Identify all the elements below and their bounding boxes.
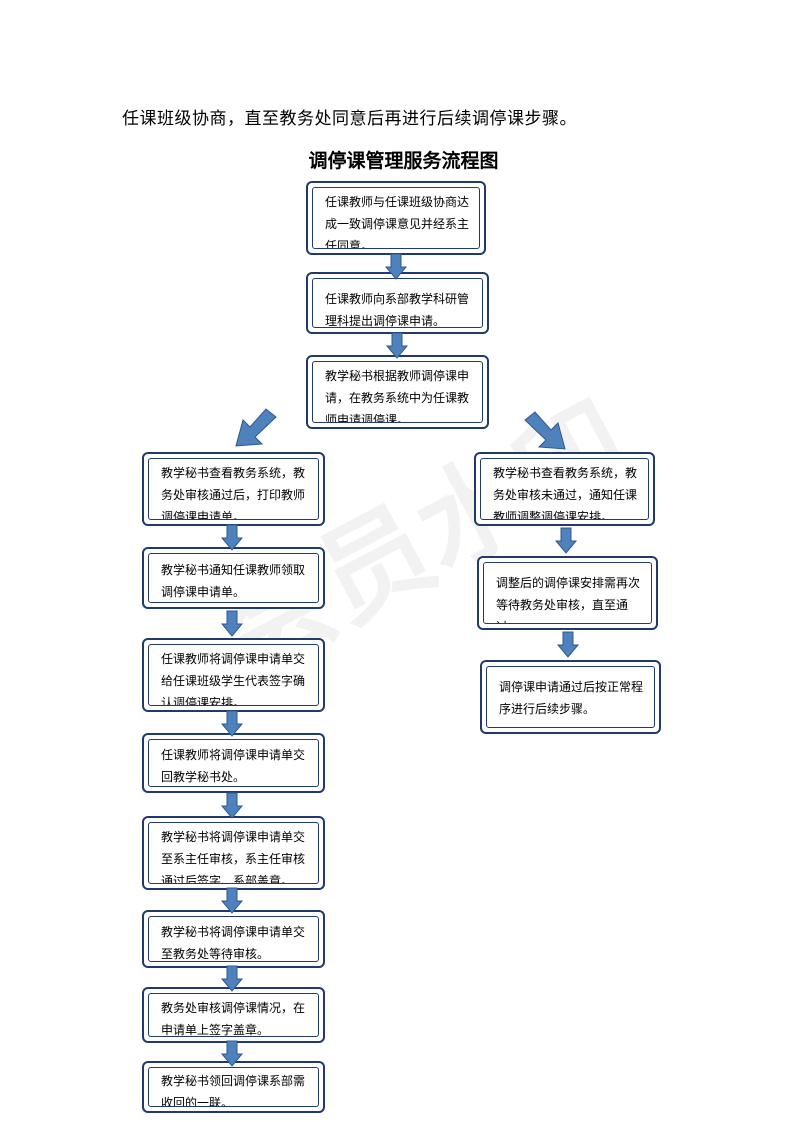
left-step-text-3: 任课教师将调停课申请单交给任课班级学生代表签字确认调停课安排。 — [148, 644, 319, 706]
diagram-title: 调停课管理服务流程图 — [308, 150, 499, 172]
arrow-down-icon — [221, 887, 243, 914]
left-step-text-8: 教学秘书领回调停课系部需收回的一联。 — [148, 1067, 319, 1107]
arrow-down-icon — [221, 1040, 243, 1067]
left-step-box-7: 教务处审核调停课情况，在申请单上签字盖章。 — [142, 987, 325, 1043]
step-text-3: 教学秘书根据教师调停课申请，在教务系统中为任课教师申请调停课。 — [312, 361, 483, 423]
left-step-box-4: 任课教师将调停课申请单交回教学秘书处。 — [142, 733, 325, 793]
arrow-down-icon — [221, 792, 243, 819]
left-step-box-1: 教学秘书查看教务系统，教务处审核通过后，打印教师调停课申请单。 — [142, 452, 325, 526]
left-step-text-2: 教学秘书通知任课教师领取调停课申请单。 — [148, 553, 319, 603]
step-text-1: 任课教师与任课班级协商达成一致调停课意见并经系主任同意。 — [312, 187, 480, 249]
left-step-box-2: 教学秘书通知任课教师领取调停课申请单。 — [142, 547, 325, 609]
right-step-text-2: 调整后的调停课安排需再次等待教务处审核，直至通过。 — [483, 562, 652, 624]
arrow-diagonal-right-icon — [524, 411, 566, 450]
right-step-box-2: 调整后的调停课安排需再次等待教务处审核，直至通过。 — [477, 556, 658, 630]
left-step-text-5: 教学秘书将调停课申请单交至系主任审核，系主任审核通过后签字、系部盖章。 — [148, 822, 319, 884]
left-step-box-6: 教学秘书将调停课申请单交至教务处等待审核。 — [142, 910, 325, 968]
left-step-text-4: 任课教师将调停课申请单交回教学秘书处。 — [148, 739, 319, 787]
left-step-text-7: 教务处审核调停课情况，在申请单上签字盖章。 — [148, 993, 319, 1037]
right-step-box-1: 教学秘书查看教务系统，教务处审核未通过，通知任课教师调整调停课安排。 — [474, 452, 655, 526]
left-step-box-5: 教学秘书将调停课申请单交至系主任审核，系主任审核通过后签字、系部盖章。 — [142, 816, 325, 890]
arrow-diagonal-left-icon — [235, 408, 277, 447]
arrow-down-icon — [221, 710, 243, 737]
arrow-down-icon — [555, 527, 577, 554]
right-step-text-3: 调停课申请通过后按正常程序进行后续步骤。 — [486, 666, 655, 728]
step-box-3: 教学秘书根据教师调停课申请，在教务系统中为任课教师申请调停课。 — [306, 355, 489, 429]
arrow-down-icon — [221, 965, 243, 992]
left-step-text-1: 教学秘书查看教务系统，教务处审核通过后，打印教师调停课申请单。 — [148, 458, 319, 520]
arrow-down-icon — [557, 631, 579, 658]
intro-text: 任课班级协商，直至教务处同意后再进行后续调停课步骤。 — [122, 109, 577, 129]
arrow-down-icon — [221, 524, 243, 551]
arrow-down-icon — [385, 253, 407, 280]
arrow-down-icon — [221, 610, 243, 637]
arrow-down-icon — [386, 332, 408, 359]
step-box-1: 任课教师与任课班级协商达成一致调停课意见并经系主任同意。 — [306, 181, 486, 255]
left-step-box-3: 任课教师将调停课申请单交给任课班级学生代表签字确认调停课安排。 — [142, 638, 325, 712]
right-step-text-1: 教学秘书查看教务系统，教务处审核未通过，通知任课教师调整调停课安排。 — [480, 458, 649, 520]
right-step-box-3: 调停课申请通过后按正常程序进行后续步骤。 — [480, 660, 661, 734]
step-text-2: 任课教师向系部教学科研管理科提出调停课申请。 — [312, 278, 483, 328]
left-step-text-6: 教学秘书将调停课申请单交至教务处等待审核。 — [148, 916, 319, 962]
